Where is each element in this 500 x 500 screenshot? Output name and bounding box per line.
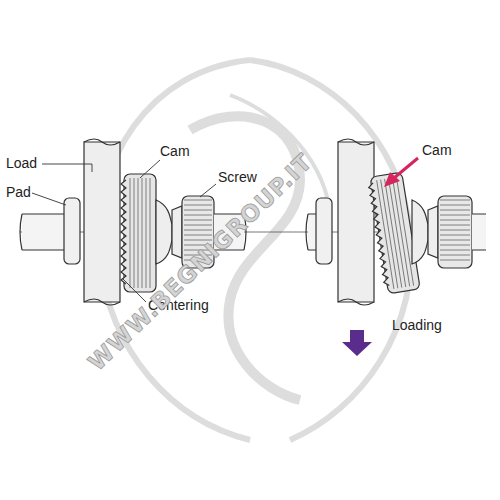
loading-arrow xyxy=(342,330,372,356)
right-assembly xyxy=(306,139,486,305)
screw-threads xyxy=(377,177,470,289)
cam-pointer-arrow xyxy=(384,158,418,187)
part-label: Loading xyxy=(392,318,442,333)
part-label: Cam xyxy=(160,144,190,159)
left-assembly xyxy=(20,139,246,305)
part-label: Pad xyxy=(6,185,31,200)
part-label: Load xyxy=(6,156,37,171)
part-label: Cam xyxy=(422,143,452,158)
part-label: Screw xyxy=(218,170,257,185)
logo-swirl xyxy=(99,60,411,440)
